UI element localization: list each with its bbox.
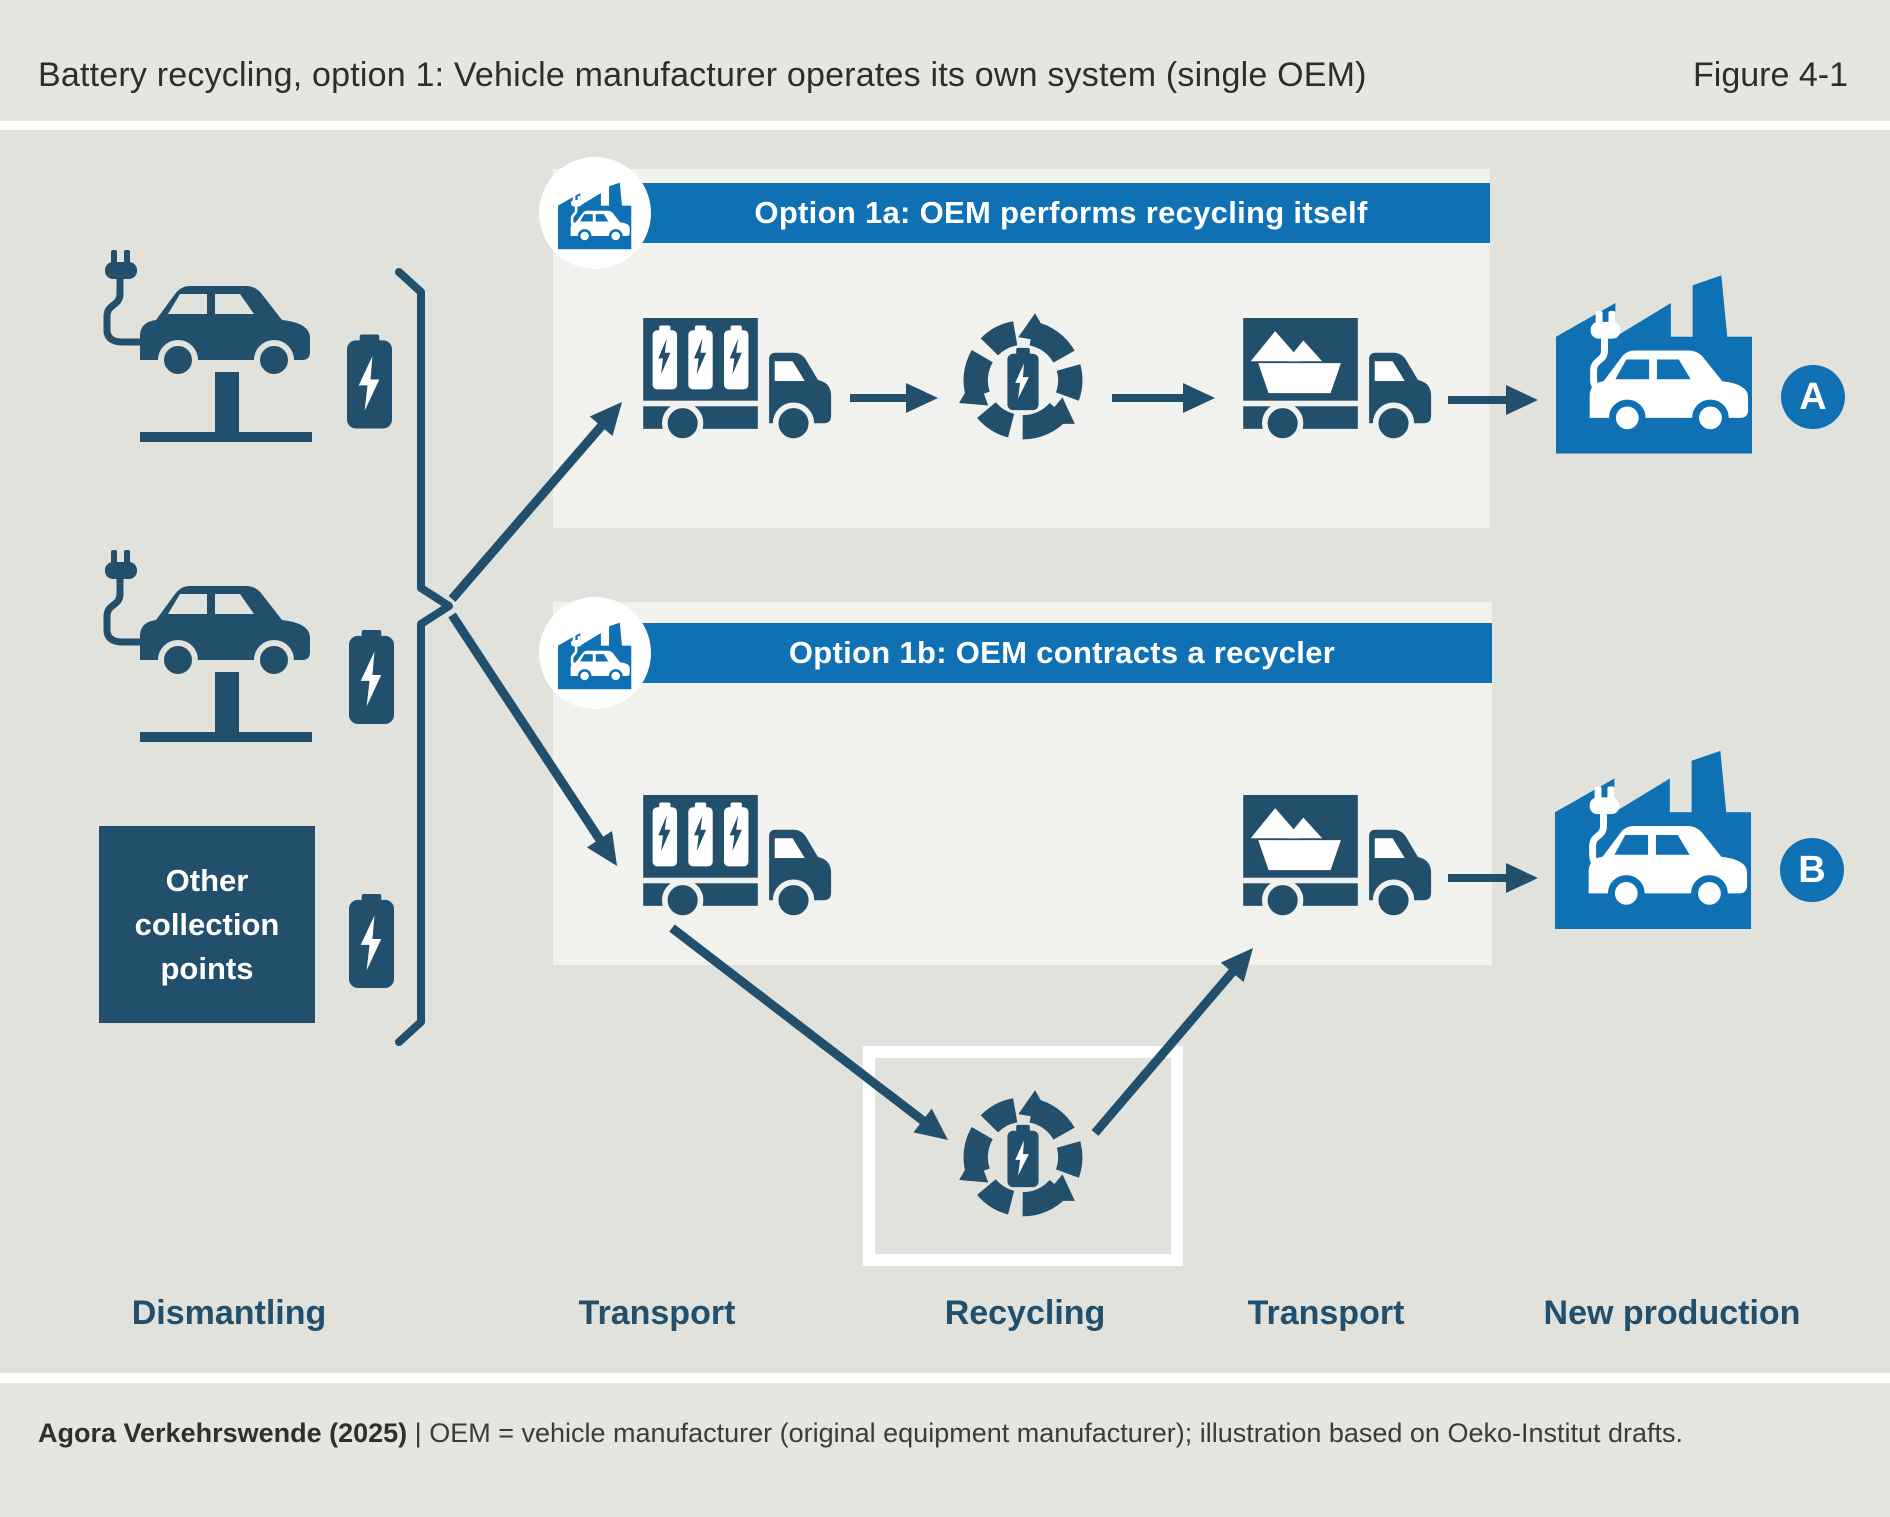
battery-recycling-icon-1b bbox=[950, 1084, 1096, 1230]
option-1b-titlebar: Option 1b: OEM contracts a recycler bbox=[632, 623, 1492, 683]
battery-recycling-icon-1a bbox=[950, 307, 1096, 453]
option-1a-title: Option 1a: OEM performs recycling itself bbox=[754, 195, 1368, 230]
collection-box-line: points bbox=[160, 950, 254, 986]
ev-factory-icon bbox=[557, 176, 633, 250]
source-description: OEM = vehicle manufacturer (original equ… bbox=[429, 1418, 1684, 1448]
battery-icon-1 bbox=[347, 333, 392, 430]
ev-car-lift-icon-1 bbox=[96, 246, 316, 446]
option-1a-titlebar: Option 1a: OEM performs recycling itself bbox=[632, 183, 1490, 243]
result-badge-b: B bbox=[1780, 838, 1844, 902]
source-note: Agora Verkehrswende (2025) | OEM = vehic… bbox=[38, 1415, 1798, 1452]
material-truck-icon-1a bbox=[1243, 318, 1436, 442]
figure-number: Figure 4-1 bbox=[1693, 56, 1848, 94]
option-1b-oem-badge bbox=[539, 597, 651, 709]
stage-label-transport-2: Transport bbox=[1247, 1294, 1405, 1332]
battery-icon-3 bbox=[349, 894, 394, 988]
stage-label-dismantling: Dismantling bbox=[131, 1294, 327, 1332]
result-badge-a: A bbox=[1781, 365, 1845, 429]
ev-car-lift-icon-2 bbox=[96, 546, 316, 746]
material-truck-icon-1b bbox=[1243, 795, 1436, 919]
collection-box-line: collection bbox=[134, 906, 280, 942]
battery-icon-2 bbox=[349, 629, 394, 725]
battery-truck-icon-1a bbox=[643, 318, 836, 442]
footer-band bbox=[0, 1383, 1890, 1517]
ev-factory-icon-a bbox=[1556, 255, 1754, 458]
figure-title: Battery recycling, option 1: Vehicle man… bbox=[38, 56, 1367, 94]
collection-box-line: Other bbox=[165, 862, 249, 898]
stage-label-transport-1: Transport bbox=[578, 1294, 736, 1332]
badge-a-letter: A bbox=[1799, 375, 1827, 418]
option-1b-title: Option 1b: OEM contracts a recycler bbox=[788, 635, 1336, 670]
source-name: Agora Verkehrswende (2025) bbox=[38, 1418, 408, 1448]
source-separator: | bbox=[407, 1418, 430, 1448]
ev-factory-icon-b bbox=[1555, 732, 1753, 932]
header-band bbox=[0, 0, 1890, 121]
badge-b-letter: B bbox=[1798, 848, 1826, 891]
ev-factory-icon bbox=[557, 616, 633, 690]
stage-label-new-production: New production bbox=[1543, 1294, 1801, 1332]
other-collection-points-box: Other collection points bbox=[99, 826, 315, 1023]
battery-truck-icon-1b bbox=[643, 795, 836, 919]
option-1a-oem-badge bbox=[539, 157, 651, 269]
stage-label-recycling: Recycling bbox=[944, 1294, 1106, 1332]
